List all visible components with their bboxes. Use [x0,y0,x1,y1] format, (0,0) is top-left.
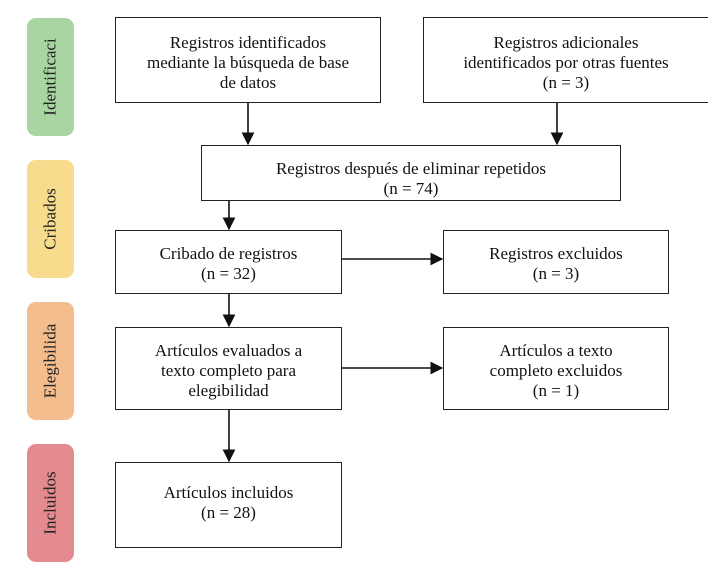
fulltext-line-3: elegibilidad [188,381,269,400]
box-fulltext-excluded: Artículos a texto completo excluidos (n … [443,327,669,410]
box-other-records: Registros adicionales identificados por … [423,17,708,103]
stage-elegibilidad: Elegibilida [27,302,74,420]
box-fulltext: Artículos evaluados a texto completo par… [115,327,342,410]
db-records-line-1: Registros identificados [169,33,327,52]
included-line-1: Artículos incluidos [163,483,294,502]
box-excluded: Registros excluidos (n = 3) [443,230,669,294]
fulltext-excluded-line-2: completo excluidos [489,361,623,380]
box-db-records: Registros identificados mediante la búsq… [115,17,381,103]
included-count: (n = 28) [201,503,256,522]
box-screening: Cribado de registros (n = 32) [115,230,342,294]
other-records-line-2: identificados por otras fuentes [463,53,669,72]
stage-cribados: Cribados [27,160,74,278]
fulltext-line-1: Artículos evaluados a [154,341,303,360]
other-records-line-1: Registros adicionales [493,33,639,52]
stage-identificacion: Identificaci [27,18,74,136]
db-records-line-2: mediante la búsqueda de base [146,53,350,72]
fulltext-line-2: texto completo para [160,361,296,380]
excluded-count: (n = 3) [532,264,580,283]
screening-line-1: Cribado de registros [159,244,298,263]
fulltext-excluded-count: (n = 1) [532,381,580,400]
dedup-count: (n = 74) [383,179,439,198]
dedup-line-1: Registros después de eliminar repetidos [275,159,547,178]
screening-count: (n = 32) [201,264,256,283]
excluded-line-1: Registros excluidos [489,244,623,263]
box-included: Artículos incluidos (n = 28) [115,462,342,548]
db-records-line-3: de datos [219,73,277,92]
other-records-line-3: (n = 3) [542,73,590,92]
box-dedup: Registros después de eliminar repetidos … [201,145,621,201]
stage-incluidos: Incluidos [27,444,74,562]
fulltext-excluded-line-1: Artículos a texto [499,341,613,360]
